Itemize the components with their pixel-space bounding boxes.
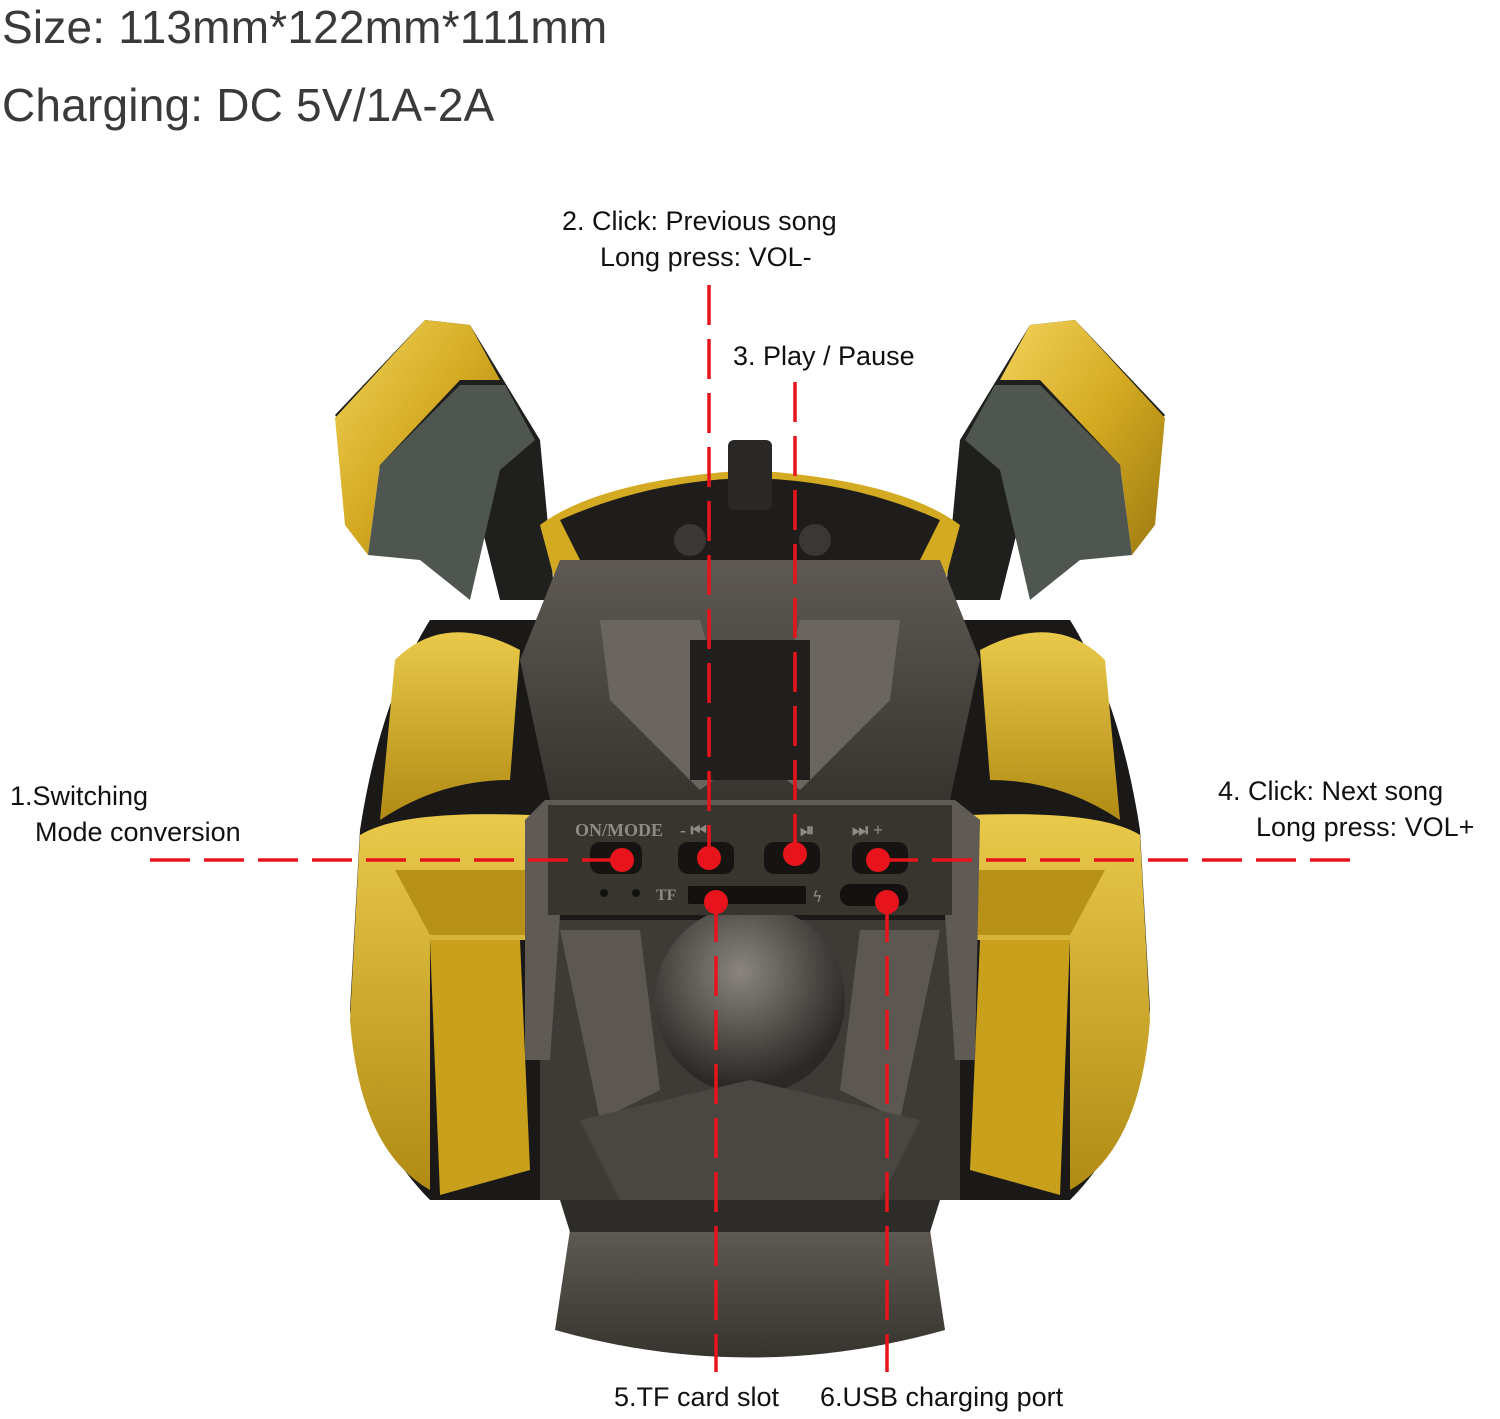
size-spec: Size: 113mm*122mm*111mm bbox=[2, 1, 608, 53]
left-cheek bbox=[350, 814, 530, 1195]
callout-1: 1.Switching Mode conversion bbox=[10, 778, 241, 850]
callout-5-line1: 5.TF card slot bbox=[614, 1382, 780, 1412]
right-ear bbox=[945, 320, 1165, 600]
marker-6 bbox=[875, 890, 899, 914]
callout-2-line2: Long press: VOL- bbox=[600, 242, 812, 272]
base-stand bbox=[555, 1200, 945, 1358]
callout-4: 4. Click: Next song Long press: VOL+ bbox=[1218, 773, 1474, 845]
callout-6: 6.USB charging port bbox=[820, 1379, 1063, 1415]
callout-4-line1: 4. Click: Next song bbox=[1218, 776, 1444, 806]
marker-4 bbox=[866, 848, 890, 872]
on-mode-label: ON/MODE bbox=[575, 820, 663, 840]
marker-5 bbox=[704, 890, 728, 914]
charging-spec: Charging: DC 5V/1A-2A bbox=[2, 79, 495, 131]
callout-1-line1: 1.Switching bbox=[10, 781, 149, 811]
prev-label: - ⏮ bbox=[680, 820, 707, 840]
marker-3 bbox=[783, 842, 807, 866]
play-label: ⏯ bbox=[800, 820, 814, 840]
callout-2: 2. Click: Previous song Long press: VOL- bbox=[562, 203, 837, 275]
marker-1 bbox=[610, 848, 634, 872]
callout-lines bbox=[150, 285, 1350, 1372]
marker-2 bbox=[697, 846, 721, 870]
callout-6-line1: 6.USB charging port bbox=[820, 1382, 1064, 1412]
next-label: ⏭ + bbox=[852, 820, 883, 840]
callout-markers bbox=[610, 842, 899, 914]
svg-text:ϟ: ϟ bbox=[812, 887, 823, 906]
callout-1-line2: Mode conversion bbox=[35, 817, 241, 847]
callout-5: 5.TF card slot bbox=[614, 1379, 779, 1415]
left-ear bbox=[335, 320, 555, 600]
callout-4-line2: Long press: VOL+ bbox=[1256, 812, 1475, 842]
lower-face bbox=[540, 905, 960, 1200]
tf-label: TF bbox=[656, 887, 677, 904]
callout-3-line1: 3. Play / Pause bbox=[733, 341, 915, 371]
callout-3: 3. Play / Pause bbox=[733, 338, 915, 374]
callout-2-line1: 2. Click: Previous song bbox=[562, 206, 837, 236]
right-cheek bbox=[970, 814, 1150, 1195]
